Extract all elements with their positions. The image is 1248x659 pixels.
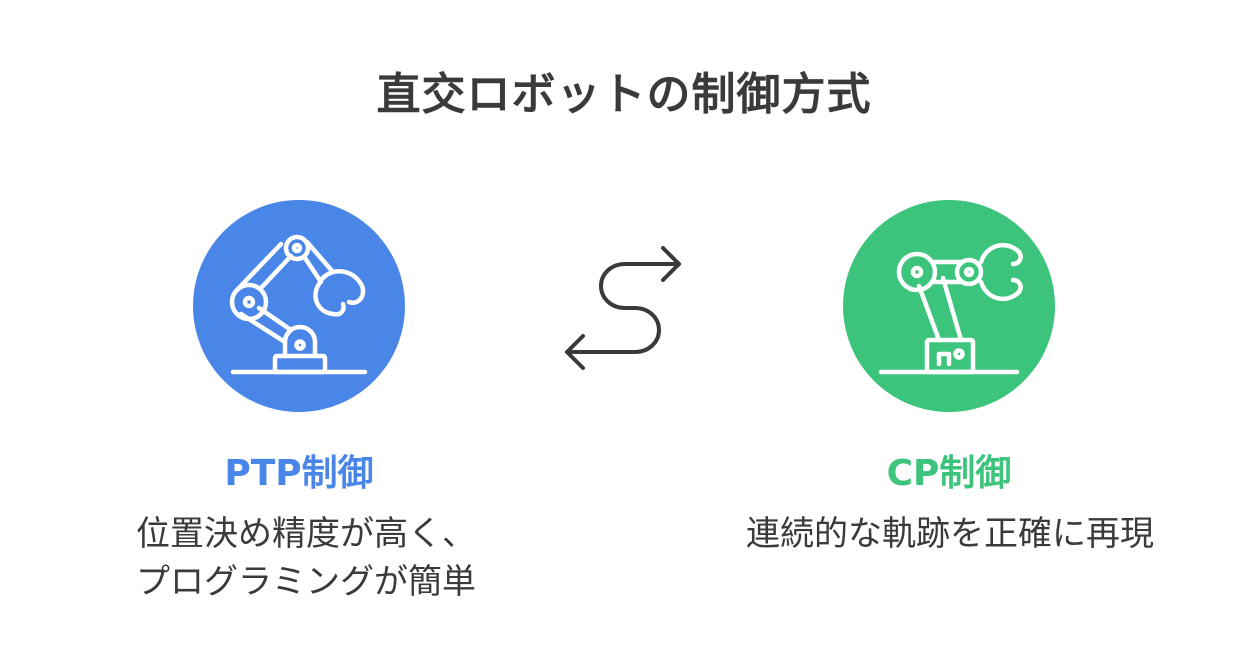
ptp-label: PTP制御 bbox=[224, 453, 374, 494]
ptp-description: 位置決め精度が高く、 プログラミングが簡単 bbox=[96, 510, 516, 606]
robot-arm-icon bbox=[229, 234, 368, 375]
cp-label: CP制御 bbox=[886, 453, 1012, 494]
ptp-icon-circle bbox=[193, 200, 405, 412]
ptp-description-line1: 位置決め精度が高く、 bbox=[136, 514, 476, 554]
cp-icon-circle bbox=[843, 200, 1055, 412]
ptp-description-line2: プログラミングが簡単 bbox=[136, 562, 476, 602]
bidirectional-arrows-icon bbox=[565, 246, 681, 370]
robot-arm-icon bbox=[878, 242, 1023, 375]
cp-description: 連続的な軌跡を正確に再現 bbox=[746, 514, 1154, 554]
page-title: 直交ロボットの制御方式 bbox=[376, 69, 872, 120]
